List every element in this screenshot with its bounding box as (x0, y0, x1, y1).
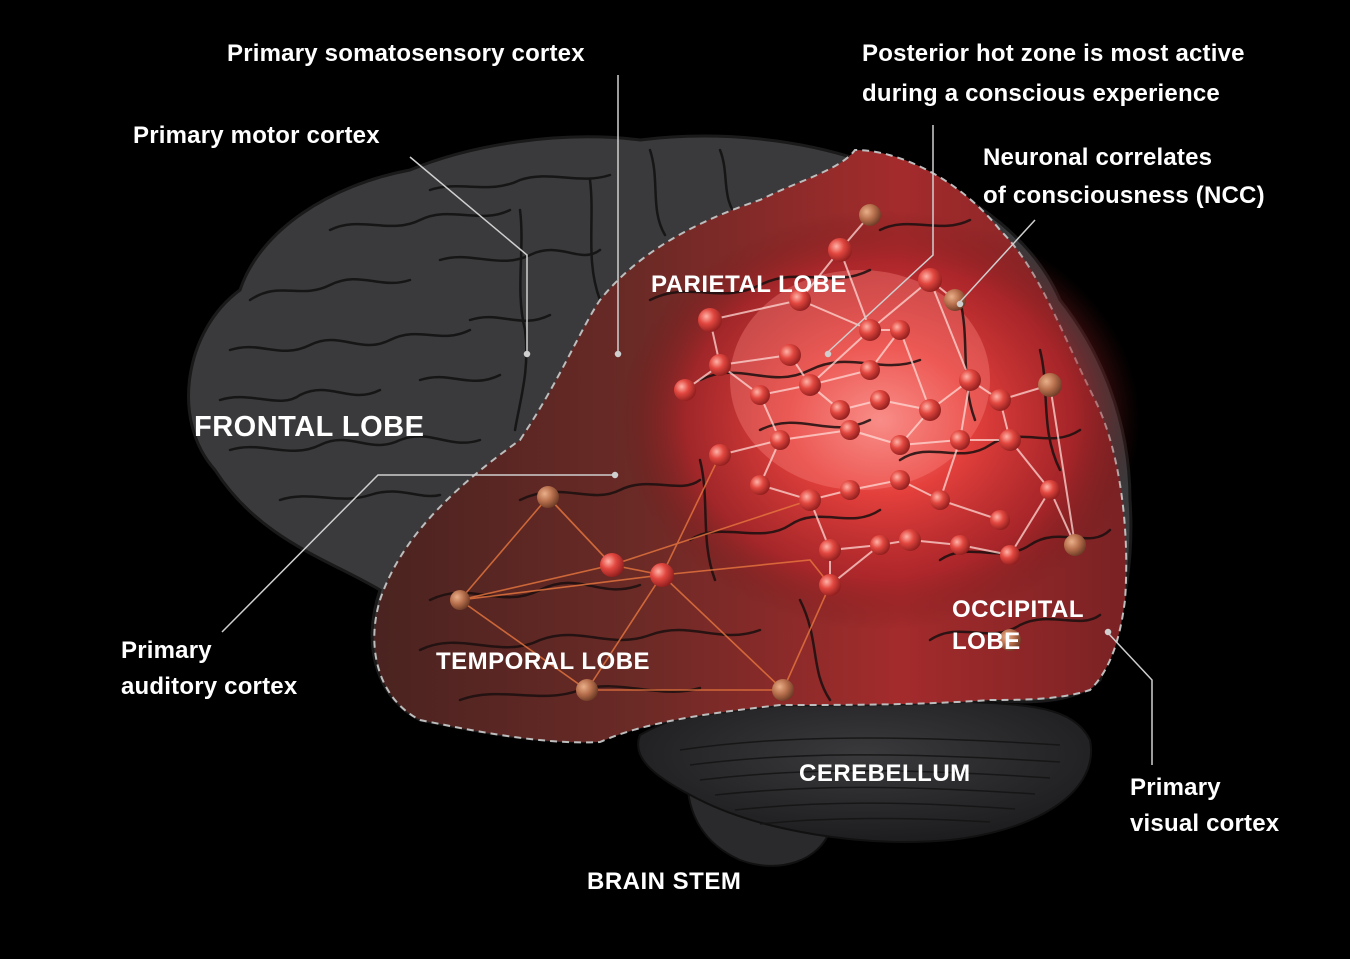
label-cerebellum: CEREBELLUM (799, 760, 971, 787)
node (450, 590, 470, 610)
node (537, 486, 559, 508)
label-visual-line2: visual cortex (1130, 810, 1280, 837)
node (899, 529, 921, 551)
node (799, 374, 821, 396)
node (890, 435, 910, 455)
hot-zone-glow-core (730, 270, 990, 490)
label-visual-line1: Primary (1130, 774, 1221, 801)
label-temporal-lobe: TEMPORAL LOBE (436, 648, 651, 675)
temporal-connections (458, 454, 831, 692)
label-auditory: Primary auditory cortex (121, 633, 297, 705)
node (1064, 534, 1086, 556)
label-ncc-line1: Neuronal correlates (983, 144, 1213, 171)
node (779, 344, 801, 366)
node (930, 490, 950, 510)
label-ncc: Neuronal correlates of consciousness (NC… (983, 140, 1265, 214)
label-occipital-lobe: OCCIPITAL LOBE (952, 594, 1084, 658)
node (840, 420, 860, 440)
node (1000, 545, 1020, 565)
node (870, 390, 890, 410)
node (819, 539, 841, 561)
node (830, 400, 850, 420)
node (859, 319, 881, 341)
node (600, 553, 624, 577)
node (750, 475, 770, 495)
node (698, 308, 722, 332)
node (890, 320, 910, 340)
node (918, 268, 942, 292)
node (870, 535, 890, 555)
label-frontal-lobe: FRONTAL LOBE (194, 411, 425, 443)
node (950, 535, 970, 555)
node (576, 679, 598, 701)
hot-zone-glow (620, 210, 1140, 630)
leader-ncc (959, 219, 1036, 303)
leader-auditory (221, 474, 615, 633)
label-hot-zone: Posterior hot zone is most active during… (862, 36, 1245, 112)
node (859, 204, 881, 226)
label-hot-zone-line1: Posterior hot zone is most active (862, 40, 1245, 67)
label-occipital-line1: OCCIPITAL (952, 596, 1085, 623)
label-parietal-lobe: PARIETAL LOBE (651, 271, 847, 298)
node (999, 429, 1021, 451)
node (674, 379, 696, 401)
node (770, 430, 790, 450)
node (890, 470, 910, 490)
node (950, 430, 970, 450)
ncc-nodes (450, 204, 1086, 701)
node (840, 480, 860, 500)
label-visual: Primary visual cortex (1130, 770, 1279, 842)
leader-visual (1107, 632, 1153, 765)
node (828, 238, 852, 262)
node (959, 369, 981, 391)
label-motor: Primary motor cortex (133, 122, 380, 149)
node (989, 389, 1011, 411)
leader-motor (409, 156, 528, 352)
node (789, 289, 811, 311)
node (919, 399, 941, 421)
label-auditory-line2: auditory cortex (121, 673, 298, 700)
node (990, 510, 1010, 530)
node (999, 629, 1021, 651)
node (799, 489, 821, 511)
label-ncc-line2: of consciousness (NCC) (983, 182, 1265, 209)
node (650, 563, 674, 587)
node (819, 574, 841, 596)
leader-lines (221, 75, 1153, 765)
node (1040, 480, 1060, 500)
node (750, 385, 770, 405)
label-auditory-line1: Primary (121, 637, 212, 664)
frontal-gyri (218, 148, 742, 502)
label-somatosensory: Primary somatosensory cortex (227, 40, 585, 67)
leader-hot-zone (827, 125, 934, 353)
label-occipital-line2: LOBE (952, 628, 1021, 655)
node (709, 354, 731, 376)
label-hot-zone-line2: during a conscious experience (862, 80, 1220, 107)
node (1038, 373, 1062, 397)
node (860, 360, 880, 380)
node (709, 444, 731, 466)
label-brain-stem: BRAIN STEM (587, 868, 742, 895)
node (772, 679, 794, 701)
cerebellum-folds (679, 737, 1061, 825)
